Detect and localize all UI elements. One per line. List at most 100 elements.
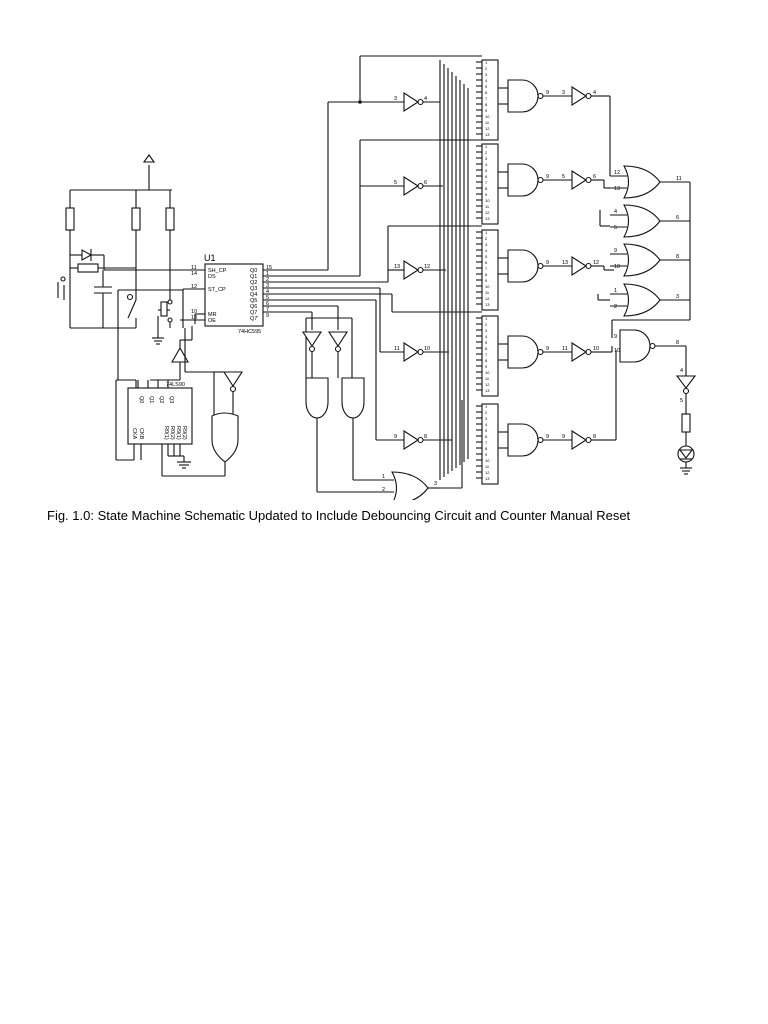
and-4-strip-pin-6: 6	[485, 346, 488, 351]
or-gate-3	[623, 243, 661, 277]
column-inverter-2	[403, 176, 424, 196]
u1-ref: U1	[204, 253, 216, 263]
and-4-strip-pin-3: 3	[485, 328, 488, 333]
u1-pin-name-10: MR	[208, 312, 217, 318]
and-2-inverter-pin-in: 5	[562, 174, 565, 180]
u1-pin-name-13: OE	[208, 318, 216, 324]
and-4-output-inverter	[571, 342, 592, 362]
u1-part: 74HC595	[238, 329, 261, 335]
u1-pin-name-1: Q1	[250, 274, 257, 280]
and-4-strip-pin-11: 11	[485, 376, 490, 381]
and-4-strip-pin-4: 4	[485, 334, 488, 339]
and-1-strip-pin-11: 11	[485, 120, 490, 125]
or-gate-4-pin-out: 3	[676, 294, 679, 300]
and-2-strip-pin-1: 1	[485, 144, 488, 149]
or-gate-1-pin-out: 11	[676, 176, 682, 182]
and-5-strip-pin-4: 4	[485, 422, 488, 427]
or-gate-4	[623, 283, 661, 317]
and-5-strip-pin-12: 12	[485, 470, 490, 475]
and-3-pin-strip	[481, 229, 499, 311]
and-4-inverter-pin-in: 11	[562, 346, 568, 352]
counter-in-CKA: CKA	[131, 428, 137, 440]
and-1-strip-pin-7: 7	[485, 96, 488, 101]
u1-pin-name-11: SH_CP	[208, 268, 227, 274]
and-3-strip-pin-8: 8	[485, 272, 488, 277]
or-gate-4-pin-b: 2	[614, 304, 617, 310]
and-1-pin-strip	[481, 59, 499, 141]
counter-out-Q0: Q0	[138, 396, 144, 403]
and-5-strip-pin-7: 7	[485, 440, 488, 445]
counter-buffer	[171, 346, 189, 363]
and-2-strip-pin-4: 4	[485, 162, 488, 167]
column-inverter-5	[403, 430, 424, 450]
counter-part: 74LS90	[166, 382, 185, 388]
u1-pin-15: 15	[266, 265, 272, 271]
and-3-strip-pin-2: 2	[485, 236, 488, 241]
and-1-strip-pin-8: 8	[485, 102, 488, 107]
u1-pin-5: 5	[266, 295, 269, 301]
counter-reset-0: R0(1)	[163, 426, 169, 440]
column-inverter-5-pin-out: 8	[424, 434, 427, 440]
and-1-inverter-pin-out: 4	[593, 90, 596, 96]
and-5-strip-pin-6: 6	[485, 434, 488, 439]
and-2-strip-pin-13: 13	[485, 216, 490, 221]
and-5-strip-pin-13: 13	[485, 476, 490, 481]
u1-pin-9: 9	[266, 313, 269, 319]
resistor-r1	[65, 207, 75, 231]
vertical-bus	[439, 60, 469, 480]
or-gate-1-pin-a: 12	[614, 170, 620, 176]
switch	[127, 299, 137, 319]
middle-inverter-1	[301, 331, 323, 348]
and-4-strip-pin-8: 8	[485, 358, 488, 363]
and-2-strip-pin-9: 9	[485, 192, 488, 197]
and-4-strip-pin-13: 13	[485, 388, 490, 393]
and-5-pin-strip	[481, 403, 499, 485]
column-inverter-5-pin-in: 9	[394, 434, 397, 440]
output-buffer	[675, 375, 697, 389]
and-2-strip-pin-10: 10	[485, 198, 490, 203]
and-2-strip-pin-2: 2	[485, 150, 488, 155]
and-3-output-inverter	[571, 256, 592, 276]
final-and-pin-b: 10	[614, 348, 620, 354]
u1-pin-1: 1	[266, 271, 269, 277]
counter-out-Q3: Q3	[168, 396, 174, 403]
and-4-strip-pin-10: 10	[485, 370, 490, 375]
and-5-inverter-pin-out: 8	[593, 434, 596, 440]
middle-and-2	[341, 377, 365, 419]
u1-pin-name-14: DS	[208, 274, 216, 280]
and-2-output-inverter	[571, 170, 592, 190]
u1-pin-12: 12	[191, 284, 197, 290]
counter-in-CKB: CKB	[138, 428, 144, 440]
and-gate-4	[507, 335, 544, 369]
figure-caption: Fig. 1.0: State Machine Schematic Update…	[47, 508, 631, 523]
column-inverter-1	[403, 92, 424, 112]
u1-pin-11: 11	[191, 265, 197, 271]
and-2-inverter-pin-out: 6	[593, 174, 596, 180]
counter-out-Q2: Q2	[158, 396, 164, 403]
and-gate-1-pin-out: 9	[546, 90, 549, 96]
and-3-strip-pin-11: 11	[485, 290, 490, 295]
and-5-strip-pin-11: 11	[485, 464, 490, 469]
u1-pin-name-7: Q7	[250, 310, 257, 316]
or-gate-1-pin-b: 13	[614, 186, 620, 192]
and-4-strip-pin-2: 2	[485, 322, 488, 327]
and-4-strip-pin-7: 7	[485, 352, 488, 357]
final-and-pin-a: 9	[614, 334, 617, 340]
u1-pin-name-4: Q4	[250, 292, 257, 298]
and-4-strip-pin-5: 5	[485, 340, 488, 345]
and-gate-5-pin-out: 9	[546, 434, 549, 440]
and-5-inverter-pin-in: 9	[562, 434, 565, 440]
final-and-gate	[619, 329, 656, 363]
and-5-strip-pin-9: 9	[485, 452, 488, 457]
column-inverter-3-pin-in: 13	[394, 264, 400, 270]
column-inverter-3-pin-out: 12	[424, 264, 430, 270]
u1-pin-name-3: Q3	[250, 286, 257, 292]
and-2-strip-pin-5: 5	[485, 168, 488, 173]
column-inverter-2-pin-in: 5	[394, 180, 397, 186]
middle-or-pin-out: 3	[434, 481, 437, 487]
middle-logic: 1 2 3	[301, 331, 463, 500]
final-and-pin-out: 8	[676, 340, 679, 346]
and-3-strip-pin-7: 7	[485, 266, 488, 271]
resistor-r3	[165, 207, 175, 231]
